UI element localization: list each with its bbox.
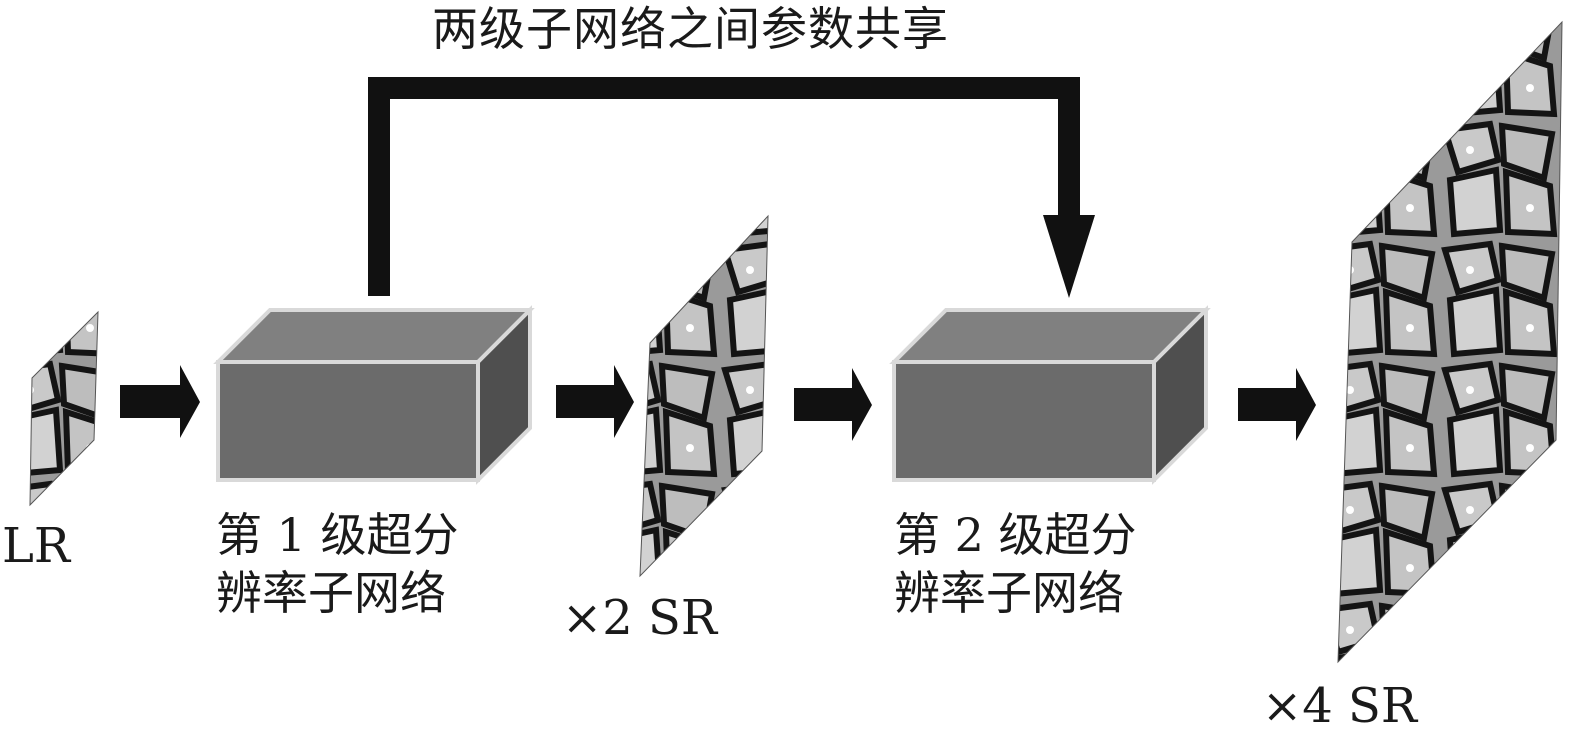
block-1 — [213, 305, 535, 485]
x2-sr-label: ×2 SR — [562, 590, 718, 646]
shared-connector — [368, 77, 1095, 298]
down-arrow-icon — [1043, 215, 1095, 298]
block-1-label: 第 1 级超分 辨率子网络 — [216, 506, 459, 622]
arrow-block2-to-x4 — [1238, 368, 1316, 441]
block-2-label: 第 2 级超分 辨率子网络 — [894, 506, 1137, 622]
block-2 — [889, 305, 1211, 485]
block-2-label-line1: 第 2 级超分 — [894, 508, 1137, 562]
arrow-block1-to-x2 — [556, 365, 634, 438]
x2-image — [639, 214, 769, 578]
block-1-label-line2: 辨率子网络 — [216, 566, 446, 620]
x4-image — [1337, 20, 1563, 664]
arrow-lr-to-block1 — [120, 365, 200, 438]
shared-parameters-caption: 两级子网络之间参数共享 — [432, 2, 949, 56]
block-2-label-line2: 辨率子网络 — [894, 566, 1124, 620]
x4-sr-label: ×4 SR — [1262, 678, 1418, 734]
lr-image — [29, 310, 99, 507]
lr-label: LR — [2, 518, 71, 574]
arrow-x2-to-block2 — [794, 368, 872, 441]
block-1-label-line1: 第 1 级超分 — [216, 508, 459, 562]
